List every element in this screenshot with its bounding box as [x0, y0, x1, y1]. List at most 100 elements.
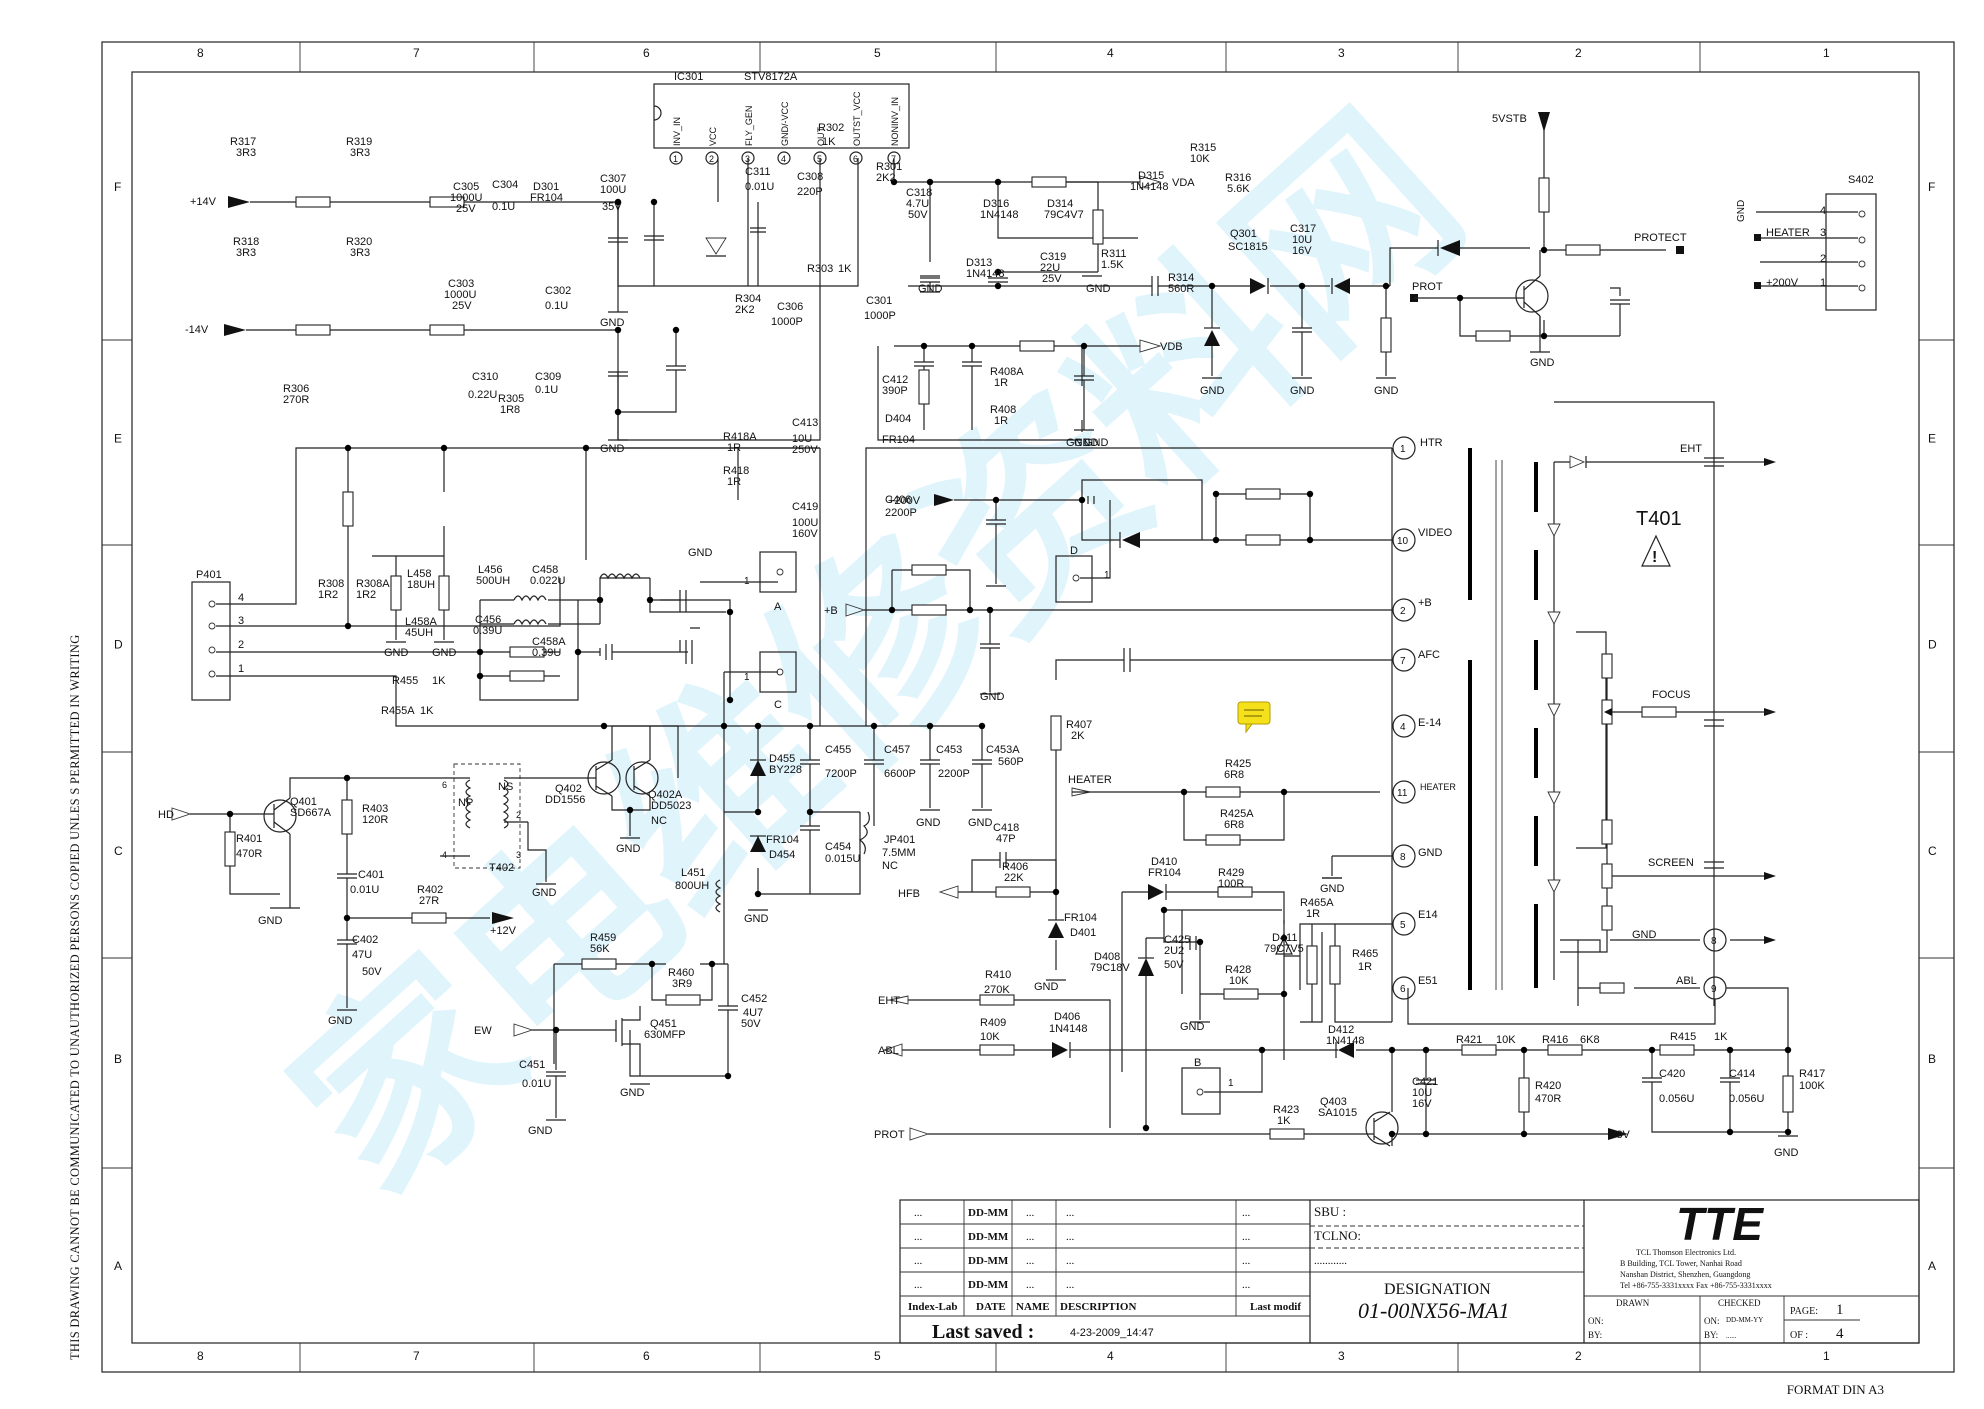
junction-dot [1142, 1124, 1150, 1132]
junction-dot [648, 960, 656, 968]
gnd-label: GND [1774, 1147, 1799, 1159]
ic-pin-name: FLY_GEN [744, 106, 754, 146]
junction-dot [1212, 490, 1220, 498]
component-label: R402 [417, 884, 443, 896]
junction-dot [1078, 496, 1086, 504]
component-label: 7.5MM [882, 847, 916, 859]
ic-pins: 1INV_IN2VCC3FLY_GEN4GND/-VCC5OUT6OUTST_V… [669, 91, 901, 165]
component-label: 18UH [407, 579, 435, 591]
junction-dot [476, 648, 484, 656]
net-vdb: VDB [1160, 341, 1183, 353]
component-label: DD5023 [651, 800, 691, 812]
component-label: C311 [745, 166, 770, 178]
col-label-bottom: 1 [1823, 1349, 1830, 1363]
company-line-1: TCL Thomson Electronics Ltd. [1636, 1248, 1736, 1257]
component-label: R417 [1799, 1068, 1825, 1080]
component-label: C402 [352, 934, 378, 946]
component-label: 6K8 [1580, 1034, 1600, 1046]
junction-dot [994, 268, 1002, 276]
svg-text:NP: NP [458, 797, 473, 809]
svg-text:D: D [1070, 545, 1078, 557]
component-label: C455 [825, 744, 851, 756]
svg-text:1: 1 [1228, 1078, 1234, 1089]
svg-text:2: 2 [238, 639, 244, 651]
component-label: R459 [590, 932, 616, 944]
component-label: SD667A [290, 807, 332, 819]
component-label: 560R [1168, 283, 1194, 295]
col-label-top: 2 [1575, 46, 1582, 60]
component-label: 79C4V7 [1044, 209, 1084, 221]
junction-dot [582, 444, 590, 452]
comment-note-icon[interactable] [1237, 701, 1271, 734]
gnd-label: GND [916, 817, 941, 829]
component-label: 500UH [476, 575, 510, 587]
component-label: 390P [882, 385, 908, 397]
row-label-left: D [114, 638, 123, 652]
sbu-label: SBU : [1314, 1204, 1346, 1219]
component-label: 100R [1218, 878, 1244, 890]
component-label: 1000U [444, 289, 476, 301]
component-label: C454 [825, 841, 851, 853]
component-label: 100U [792, 517, 818, 529]
svg-text:E51: E51 [1418, 975, 1438, 987]
fb-gnd-label: GND [1632, 929, 1657, 941]
component-label: C306 [777, 301, 803, 313]
gnd-label: GND [432, 647, 457, 659]
svg-text:4: 4 [442, 850, 447, 860]
gnd-label: GND [1200, 385, 1225, 397]
of-number: 4 [1836, 1326, 1844, 1342]
junction-dot [870, 722, 878, 730]
component-label: 100K [1799, 1080, 1825, 1092]
rev-cell: ... [1066, 1279, 1075, 1291]
component-label: R317 [230, 136, 256, 148]
junction-dot [596, 596, 604, 604]
flyback-pin [1392, 912, 1416, 936]
component-label: 10U [1412, 1087, 1432, 1099]
component-label: 1R [1306, 908, 1320, 920]
component-label: C406 [885, 494, 911, 506]
component-label: 1000U [450, 192, 482, 204]
component-label: C305 [453, 181, 479, 193]
junction-dot [1520, 1046, 1528, 1054]
component-label: C413 [792, 417, 818, 429]
svg-text:!: ! [1652, 549, 1657, 566]
component-label: C318 [906, 187, 932, 199]
svg-text:1: 1 [1820, 277, 1826, 289]
component-label: R425 [1225, 758, 1251, 770]
junction-dot [978, 722, 986, 730]
col-label-bottom: 3 [1338, 1349, 1345, 1363]
svg-text:6: 6 [442, 780, 447, 790]
component-label: 470R [236, 848, 262, 860]
junction-dot [992, 496, 1000, 504]
ic-ref: IC301 [674, 71, 703, 83]
ic-pin-name: OUTST_VCC [852, 91, 862, 146]
component-label: NC [651, 815, 667, 827]
component-label: 2K2 [735, 304, 755, 316]
company-line-3: Nanshan District, Shenzhen, Guangdong [1620, 1270, 1750, 1279]
component-label: 1K [838, 263, 852, 275]
svg-text:9: 9 [1711, 984, 1717, 995]
component-label: 1K [420, 705, 434, 717]
rev-cell: ... [1242, 1231, 1251, 1243]
component-label: 0.22U [468, 389, 497, 401]
junction-dot [1422, 1130, 1430, 1138]
component-label: 1K [1714, 1031, 1728, 1043]
flyback-pin-number: 7 [1400, 656, 1406, 667]
gnd-label: GND [1034, 981, 1059, 993]
junction-dot [552, 1026, 560, 1034]
hdr-last-modif: Last modif [1250, 1301, 1301, 1313]
gnd-label: GND [1374, 385, 1399, 397]
component-label: R320 [346, 236, 372, 248]
component-label: R408A [990, 366, 1024, 378]
hdr-index-lab: Index-Lab [908, 1301, 958, 1313]
component-label: R314 [1168, 272, 1194, 284]
component-label: D412 [1328, 1024, 1354, 1036]
component-label: R455A [381, 705, 415, 717]
component-label: L458A [405, 616, 437, 628]
junction-dot [1388, 1130, 1396, 1138]
ic-part: STV8172A [744, 71, 798, 83]
junction-dot [754, 722, 762, 730]
component-label: R423 [1273, 1104, 1299, 1116]
rev-cell: ... [1026, 1231, 1035, 1243]
